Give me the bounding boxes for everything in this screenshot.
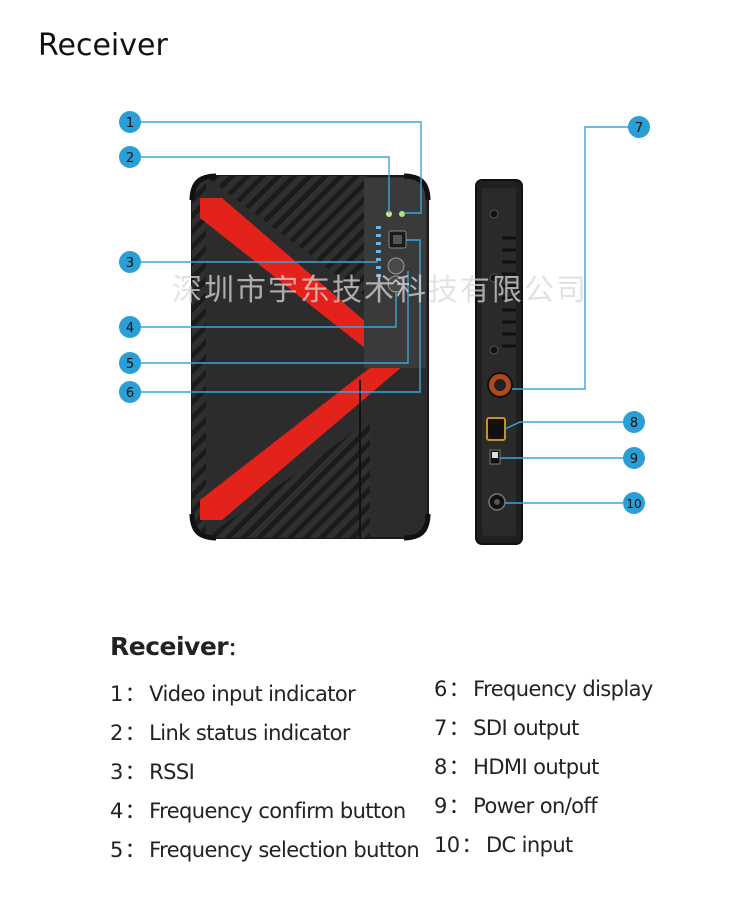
legend-item-label: DC input (485, 833, 573, 857)
callout-label: 8 (630, 416, 638, 431)
grille-bottom (205, 420, 370, 538)
legend-item: 10：DC input (434, 829, 573, 859)
receiver-side-panel (475, 179, 523, 545)
callouts (119, 111, 650, 514)
callout-label: 6 (126, 386, 134, 401)
callout-label: 1 (126, 116, 134, 131)
legend-item: 8：HDMI output (434, 751, 599, 781)
legend-item: 1：Video input indicator (110, 678, 356, 708)
rssi-indicator (376, 226, 381, 277)
callout-label: 2 (126, 151, 134, 166)
legend-item: 7：SDI output (434, 712, 579, 742)
legend-item-separator: ： (124, 838, 146, 862)
legend-item-number: 9 (434, 794, 447, 818)
legend-title-suffix: ： (228, 639, 246, 660)
legend-item-number: 2 (110, 721, 123, 745)
hdmi-port (486, 417, 506, 441)
legend-item-separator: ： (124, 682, 146, 706)
callout-label: 9 (630, 452, 638, 467)
receiver-front-panel (189, 173, 431, 541)
legend-item-number: 3 (110, 760, 123, 784)
legend-item-separator: ： (124, 760, 146, 784)
legend-item-label: Frequency display (473, 677, 653, 701)
callout-6 (119, 381, 141, 403)
legend-item-label: RSSI (149, 760, 195, 784)
leader-lines (141, 121, 628, 504)
legend-item-number: 10 (434, 833, 460, 857)
legend-item-number: 7 (434, 716, 447, 740)
callout-5 (119, 352, 141, 374)
legend-item-separator: ： (448, 677, 470, 701)
legend-item-label: Frequency selection button (149, 838, 420, 862)
legend-item-separator: ： (461, 833, 483, 857)
legend-item: 6：Frequency display (434, 673, 653, 703)
legend-item-separator: ： (448, 755, 470, 779)
legend-item: 9：Power on/off (434, 790, 598, 820)
legend-item-separator: ： (124, 721, 146, 745)
legend-item-number: 8 (434, 755, 447, 779)
callout-2 (119, 146, 141, 168)
callout-label: 7 (635, 121, 643, 136)
legend-item-separator: ： (124, 799, 146, 823)
legend-title-text: Receiver (110, 632, 229, 661)
callout-3 (119, 251, 141, 273)
legend-item-number: 1 (110, 682, 123, 706)
legend-item: 4：Frequency confirm button (110, 795, 406, 825)
legend-item-separator: ： (448, 794, 470, 818)
legend-item-number: 6 (434, 677, 447, 701)
callout-label: 10 (626, 497, 641, 511)
legend-title: Receiver： (110, 632, 246, 661)
callout-7 (628, 116, 650, 138)
callout-8 (623, 411, 645, 433)
legend-item-label: Power on/off (473, 794, 598, 818)
frequency-confirm-button (387, 257, 405, 275)
legend-item-number: 4 (110, 799, 123, 823)
callout-numbers: 1 2 3 4 5 6 7 8 9 10 (126, 116, 643, 511)
callout-1 (119, 111, 141, 133)
legend-item: 5：Frequency selection button (110, 834, 420, 864)
legend-item: 3：RSSI (110, 756, 195, 786)
legend-item-number: 5 (110, 838, 123, 862)
callout-label: 4 (126, 321, 134, 336)
legend-item-label: Video input indicator (149, 682, 356, 706)
watermark: 深圳市宇东技术科技有限公司 (172, 273, 588, 308)
video-input-led (386, 211, 392, 217)
callout-label: 5 (126, 357, 134, 372)
legend-item-label: Link status indicator (149, 721, 350, 745)
page-title: Receiver (38, 28, 168, 63)
legend-item-label: Frequency confirm button (149, 799, 406, 823)
grille-top (205, 176, 370, 300)
callout-10 (623, 492, 645, 514)
callout-4 (119, 316, 141, 338)
legend-item-label: HDMI output (473, 755, 599, 779)
link-status-led (399, 211, 405, 217)
legend-item-label: SDI output (473, 716, 579, 740)
legend-item: 2：Link status indicator (110, 717, 351, 747)
red-chevron (200, 198, 410, 520)
legend-item-separator: ： (448, 716, 470, 740)
callout-label: 3 (126, 256, 134, 271)
callout-9 (623, 447, 645, 469)
